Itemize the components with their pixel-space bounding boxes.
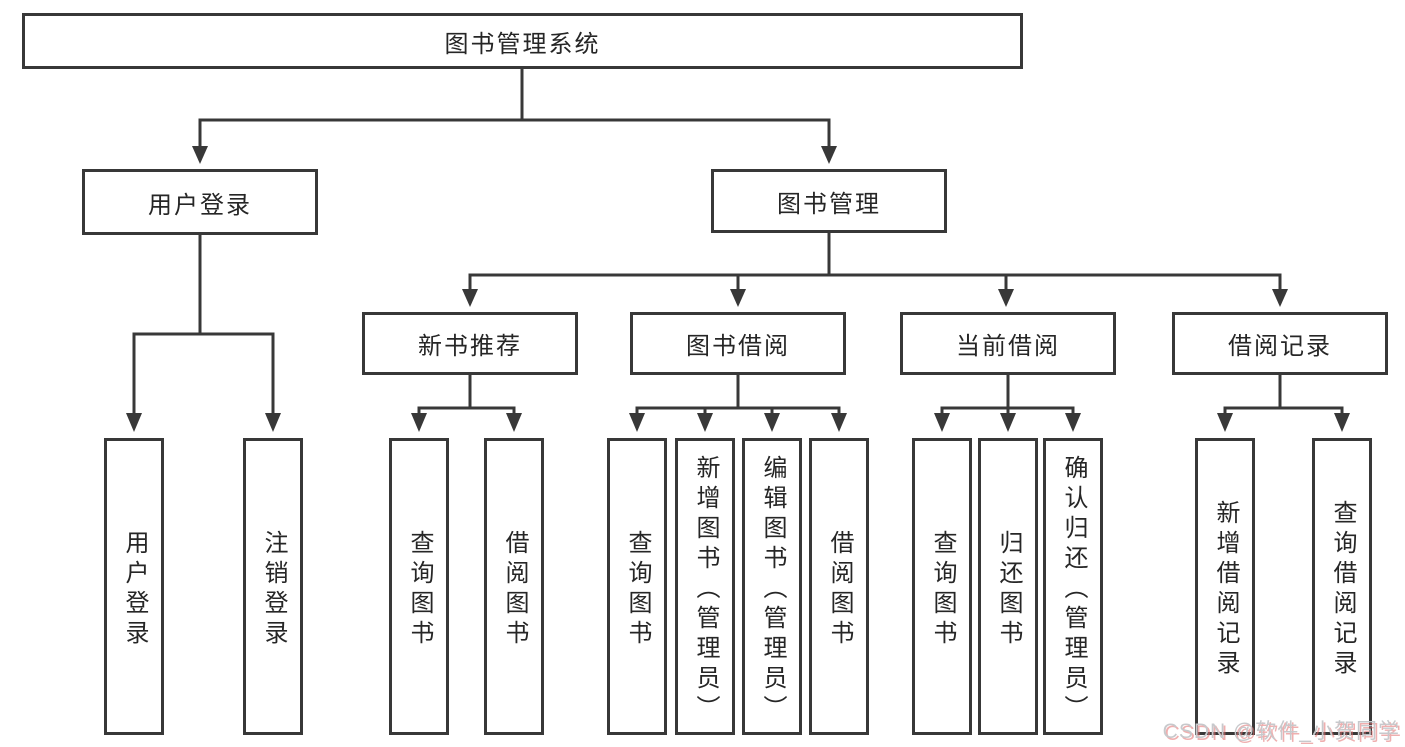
edge-user-login-to-children [132, 235, 275, 415]
leaf-br-add-record: 新增借阅记录 [1195, 438, 1255, 735]
arrowhead [126, 413, 142, 432]
edge-borrow-record-to-children [1223, 375, 1344, 415]
node-new-book-rec-label: 新书推荐 [418, 333, 522, 360]
leaf-bb-edit-books: 编辑图书（管理员） [742, 438, 802, 735]
node-book-borrow-label: 图书借阅 [686, 333, 790, 360]
arrowhead [1217, 413, 1233, 432]
arrowhead [821, 146, 837, 164]
leaf-logout: 注销登录 [243, 438, 303, 735]
watermark: CSDN @软件_小贺同学 [1162, 720, 1400, 743]
leaf-cb-query-books: 查询图书 [912, 438, 972, 735]
leaf-bb-add-books: 新增图书（管理员） [675, 438, 735, 735]
arrowhead [1334, 413, 1350, 432]
edge-root-to-level2 [198, 69, 831, 148]
leaf-br-query-record-label: 查询借阅记录 [1329, 499, 1356, 680]
leaf-cb-confirm-return: 确认归还（管理员） [1043, 438, 1103, 735]
arrowhead [1000, 413, 1016, 432]
arrowhead [265, 413, 281, 432]
leaf-cb-query-books-label: 查询图书 [929, 529, 956, 650]
node-current-borrow: 当前借阅 [900, 312, 1116, 375]
arrowhead [1272, 289, 1288, 307]
edge-new-book-rec-to-children [417, 375, 516, 415]
arrowhead [764, 413, 780, 432]
leaf-bb-edit-books-label: 编辑图书（管理员） [759, 454, 786, 725]
arrowhead [629, 413, 645, 432]
arrowhead [730, 289, 746, 307]
node-user-login: 用户登录 [82, 169, 318, 235]
arrowhead [831, 413, 847, 432]
leaf-bb-borrow-books-label: 借阅图书 [826, 529, 853, 650]
leaf-bb-query-books: 查询图书 [607, 438, 667, 735]
leaf-user-login-label: 用户登录 [121, 529, 148, 650]
edge-book-mgmt-to-level3 [468, 233, 1282, 291]
node-borrow-record-label: 借阅记录 [1228, 333, 1332, 360]
leaf-nb-query-books: 查询图书 [389, 438, 449, 735]
leaf-nb-query-books-label: 查询图书 [406, 529, 433, 650]
node-current-borrow-label: 当前借阅 [956, 333, 1060, 360]
node-user-login-label: 用户登录 [148, 191, 252, 219]
arrowhead [697, 413, 713, 432]
leaf-cb-return-books-label: 归还图书 [995, 529, 1022, 650]
leaf-bb-query-books-label: 查询图书 [624, 529, 651, 650]
leaf-nb-borrow-books: 借阅图书 [484, 438, 544, 735]
node-borrow-record: 借阅记录 [1172, 312, 1388, 375]
leaf-cb-return-books: 归还图书 [978, 438, 1038, 735]
arrowhead [192, 146, 208, 164]
node-root-label: 图书管理系统 [444, 30, 601, 58]
edge-book-borrow-to-children [635, 375, 841, 415]
leaf-bb-add-books-label: 新增图书（管理员） [692, 454, 719, 725]
node-new-book-rec: 新书推荐 [362, 312, 578, 375]
leaf-bb-borrow-books: 借阅图书 [809, 438, 869, 735]
node-root: 图书管理系统 [22, 13, 1023, 69]
node-book-borrow: 图书借阅 [630, 312, 846, 375]
arrowhead [411, 413, 427, 432]
arrowhead [934, 413, 950, 432]
arrowhead [1065, 413, 1081, 432]
edge-current-borrow-to-children [940, 375, 1075, 415]
node-book-mgmt-label: 图书管理 [777, 190, 881, 218]
arrowhead [506, 413, 522, 432]
leaf-user-login: 用户登录 [104, 438, 164, 735]
node-book-mgmt: 图书管理 [711, 169, 947, 233]
leaf-nb-borrow-books-label: 借阅图书 [501, 529, 528, 650]
leaf-br-add-record-label: 新增借阅记录 [1212, 499, 1239, 680]
leaf-br-query-record: 查询借阅记录 [1312, 438, 1372, 735]
arrowhead [998, 289, 1014, 307]
leaf-logout-label: 注销登录 [260, 529, 287, 650]
leaf-cb-confirm-return-label: 确认归还（管理员） [1060, 454, 1087, 725]
arrowhead [462, 289, 478, 307]
